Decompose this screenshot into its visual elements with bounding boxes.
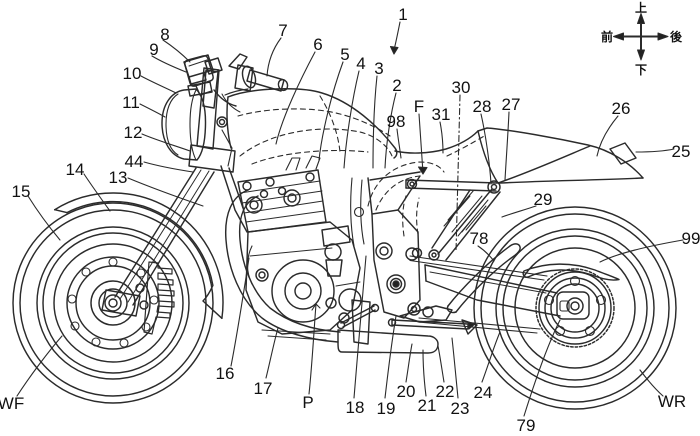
svg-text:99: 99 [682, 229, 700, 248]
svg-text:10: 10 [123, 64, 142, 83]
svg-text:24: 24 [474, 383, 493, 402]
svg-text:15: 15 [12, 182, 31, 201]
svg-text:17: 17 [254, 379, 273, 398]
svg-text:18: 18 [346, 398, 365, 417]
svg-text:78: 78 [470, 229, 489, 248]
svg-text:44: 44 [125, 152, 144, 171]
svg-text:13: 13 [109, 168, 128, 187]
svg-text:16: 16 [216, 364, 235, 383]
svg-text:WF: WF [0, 394, 24, 413]
svg-text:31: 31 [432, 105, 451, 124]
svg-text:9: 9 [149, 40, 158, 59]
svg-text:F: F [414, 97, 424, 116]
svg-text:7: 7 [278, 21, 287, 40]
svg-text:上: 上 [635, 0, 647, 15]
svg-text:WR: WR [658, 392, 686, 411]
svg-text:下: 下 [635, 63, 647, 77]
svg-text:2: 2 [392, 76, 401, 95]
svg-text:29: 29 [534, 190, 553, 209]
svg-text:後: 後 [670, 29, 683, 44]
svg-text:12: 12 [124, 123, 143, 142]
svg-text:25: 25 [672, 142, 691, 161]
svg-text:前: 前 [601, 29, 613, 44]
svg-text:11: 11 [122, 93, 140, 112]
svg-text:30: 30 [452, 78, 471, 97]
svg-text:22: 22 [436, 382, 455, 401]
svg-text:98: 98 [387, 112, 406, 131]
svg-text:3: 3 [374, 59, 383, 78]
svg-text:5: 5 [340, 45, 349, 64]
svg-text:6: 6 [313, 35, 322, 54]
svg-text:4: 4 [356, 54, 365, 73]
svg-text:1: 1 [398, 5, 407, 24]
svg-text:26: 26 [612, 99, 631, 118]
svg-text:8: 8 [160, 25, 169, 44]
svg-text:21: 21 [418, 396, 437, 415]
svg-text:23: 23 [451, 399, 470, 418]
svg-text:28: 28 [473, 97, 492, 116]
svg-text:20: 20 [397, 382, 416, 401]
svg-text:P: P [302, 393, 313, 412]
svg-text:27: 27 [502, 95, 521, 114]
svg-text:79: 79 [517, 416, 536, 435]
svg-text:14: 14 [66, 160, 85, 179]
svg-text:19: 19 [377, 399, 396, 418]
